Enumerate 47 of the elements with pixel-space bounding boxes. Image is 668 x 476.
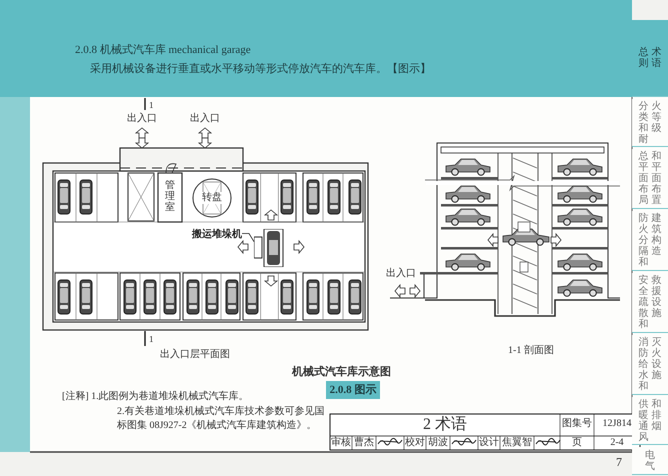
tab-label: 术语: [652, 47, 662, 69]
entrance-label: 出入口: [190, 113, 220, 124]
table-cell-text: 图集号: [561, 418, 593, 430]
definition-text: 采用机械设备进行垂直或水平移动等形式停放汽车的汽车库。【图示】: [90, 63, 431, 76]
table-cell-text: 曹杰: [353, 437, 375, 448]
tab-label: 消防给水和灭火设施: [638, 337, 662, 392]
note-text: 2.有关巷道堆垛机械式汽车库技术参数可参见国标图集 08J927-2《机械式汽车库建筑构造》。: [117, 405, 326, 432]
tab-label: 防火分隔和建筑构造: [638, 213, 662, 268]
drawing-title: 1-1 剖面图: [508, 345, 554, 356]
chapter-tab: [632, 20, 668, 97]
stacker-machine-drawing: [254, 229, 284, 267]
chapter-tab: [632, 273, 668, 333]
tab-label: 总则: [638, 47, 648, 69]
figure-number-badge: 2.0.8 图示: [326, 381, 380, 399]
tab-label: 总平面布局和平面布置: [638, 151, 662, 206]
page-number: 7: [616, 456, 622, 470]
chapter-tab: [632, 397, 668, 445]
room-label: 管理室: [165, 180, 175, 213]
note-text: [注释] 1.此图例为巷道堆垛机械式汽车库。: [62, 391, 249, 402]
table-cell-text: 页: [571, 437, 583, 448]
leader-line: [242, 233, 254, 242]
table-cell-text: 12J814: [602, 418, 632, 430]
chapter-tab: [632, 99, 668, 147]
table-cell: 审核: [330, 437, 352, 448]
chapter-tab: [632, 211, 668, 271]
room-label: 转盘: [202, 192, 222, 204]
figure-title: 机械式汽车库示意图: [292, 366, 391, 379]
tab-label: 电气: [645, 450, 655, 472]
tab-label: 分类和耐火等级: [638, 100, 662, 144]
entrance-label: 出入口: [127, 113, 157, 124]
table-cell-text: 焦翼智: [501, 437, 533, 448]
section-heading: 2.0.8 机械式汽车库 mechanical garage: [75, 44, 251, 57]
tab-label: 供暖通风和排烟: [638, 398, 662, 442]
callout-label: 搬运堆垛机: [192, 228, 242, 241]
tab-label: 安全疏散和救援设施: [638, 275, 662, 330]
section-mark: 1: [149, 334, 154, 344]
sheet-title: 2 术语: [422, 416, 468, 434]
chapter-tab: [632, 447, 668, 475]
drawing-title: 出入口层平面图: [160, 349, 230, 360]
chapter-tab: [632, 149, 668, 209]
section-mark: 1: [149, 100, 154, 110]
chapter-tab: [632, 335, 668, 395]
entrance-label: 出入口: [386, 268, 416, 280]
table-cell: 设计: [478, 437, 500, 448]
table-cell: 校对: [404, 437, 426, 448]
table-cell-text: 胡波: [427, 437, 449, 448]
table-cell-text: 2-4: [609, 437, 625, 448]
